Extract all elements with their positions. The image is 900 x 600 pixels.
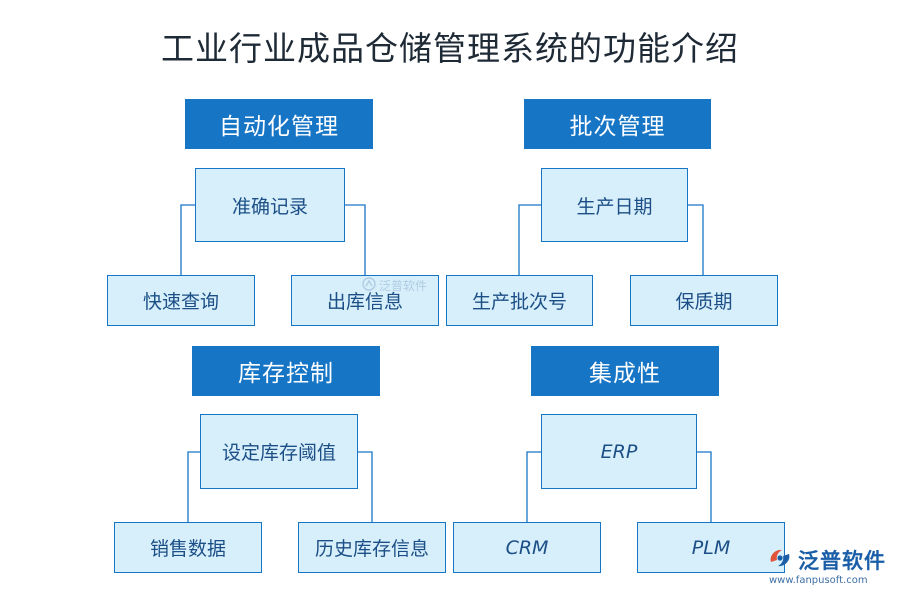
node-erp: ERP bbox=[541, 414, 697, 489]
connector-line bbox=[697, 451, 712, 522]
logo-url: www.fanpusoft.com bbox=[769, 575, 868, 586]
node-set-threshold: 设定库存阈值 bbox=[200, 414, 358, 489]
section-header-batch: 批次管理 bbox=[524, 99, 711, 149]
section-header-inventory-control: 库存控制 bbox=[192, 346, 380, 396]
connector-line bbox=[518, 204, 541, 275]
fanpu-logo-icon bbox=[362, 276, 376, 295]
node-crm: CRM bbox=[453, 522, 601, 573]
node-accurate-record: 准确记录 bbox=[195, 168, 345, 242]
fanpu-logo-icon bbox=[767, 546, 793, 574]
connector-line bbox=[358, 451, 373, 522]
logo-text: 泛普软件 bbox=[798, 549, 886, 573]
section-header-automation: 自动化管理 bbox=[185, 99, 373, 149]
connector-line bbox=[688, 204, 704, 275]
node-quick-query: 快速查询 bbox=[107, 275, 255, 326]
connector-line bbox=[180, 204, 195, 275]
node-history-inventory: 历史库存信息 bbox=[298, 522, 446, 573]
node-batch-number: 生产批次号 bbox=[446, 275, 593, 326]
section-header-integration: 集成性 bbox=[531, 346, 719, 396]
node-plm: PLM bbox=[637, 522, 785, 573]
brand-logo: 泛普软件 www.fanpusoft.com bbox=[767, 545, 886, 586]
connector-line bbox=[187, 451, 200, 522]
watermark-text: 泛普软件 bbox=[379, 279, 428, 293]
node-outbound-info: 出库信息 bbox=[291, 275, 439, 326]
watermark: 泛普软件 bbox=[362, 276, 427, 295]
page-title: 工业行业成品仓储管理系统的功能介绍 bbox=[161, 29, 739, 68]
node-sales-data: 销售数据 bbox=[114, 522, 262, 573]
connector-line bbox=[345, 204, 366, 275]
node-shelf-life: 保质期 bbox=[630, 275, 778, 326]
connector-line bbox=[526, 451, 541, 522]
node-production-date: 生产日期 bbox=[541, 168, 688, 242]
